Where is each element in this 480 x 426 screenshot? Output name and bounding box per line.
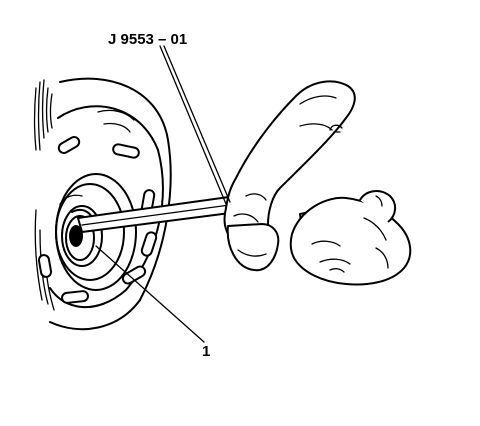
upper-hand <box>223 80 356 272</box>
bolt-head-socket <box>69 225 83 247</box>
part-leader-line <box>95 245 205 343</box>
pulley-face <box>37 105 164 308</box>
tool-callout-label: J 9553 – 01 <box>108 31 187 48</box>
pulley-outer-rim <box>33 77 172 331</box>
hub-assembly <box>55 173 137 291</box>
part-callout-label: 1 <box>202 343 210 360</box>
tool-leader-line <box>159 45 227 205</box>
lower-hand <box>289 190 412 286</box>
leader-lines <box>95 45 231 343</box>
